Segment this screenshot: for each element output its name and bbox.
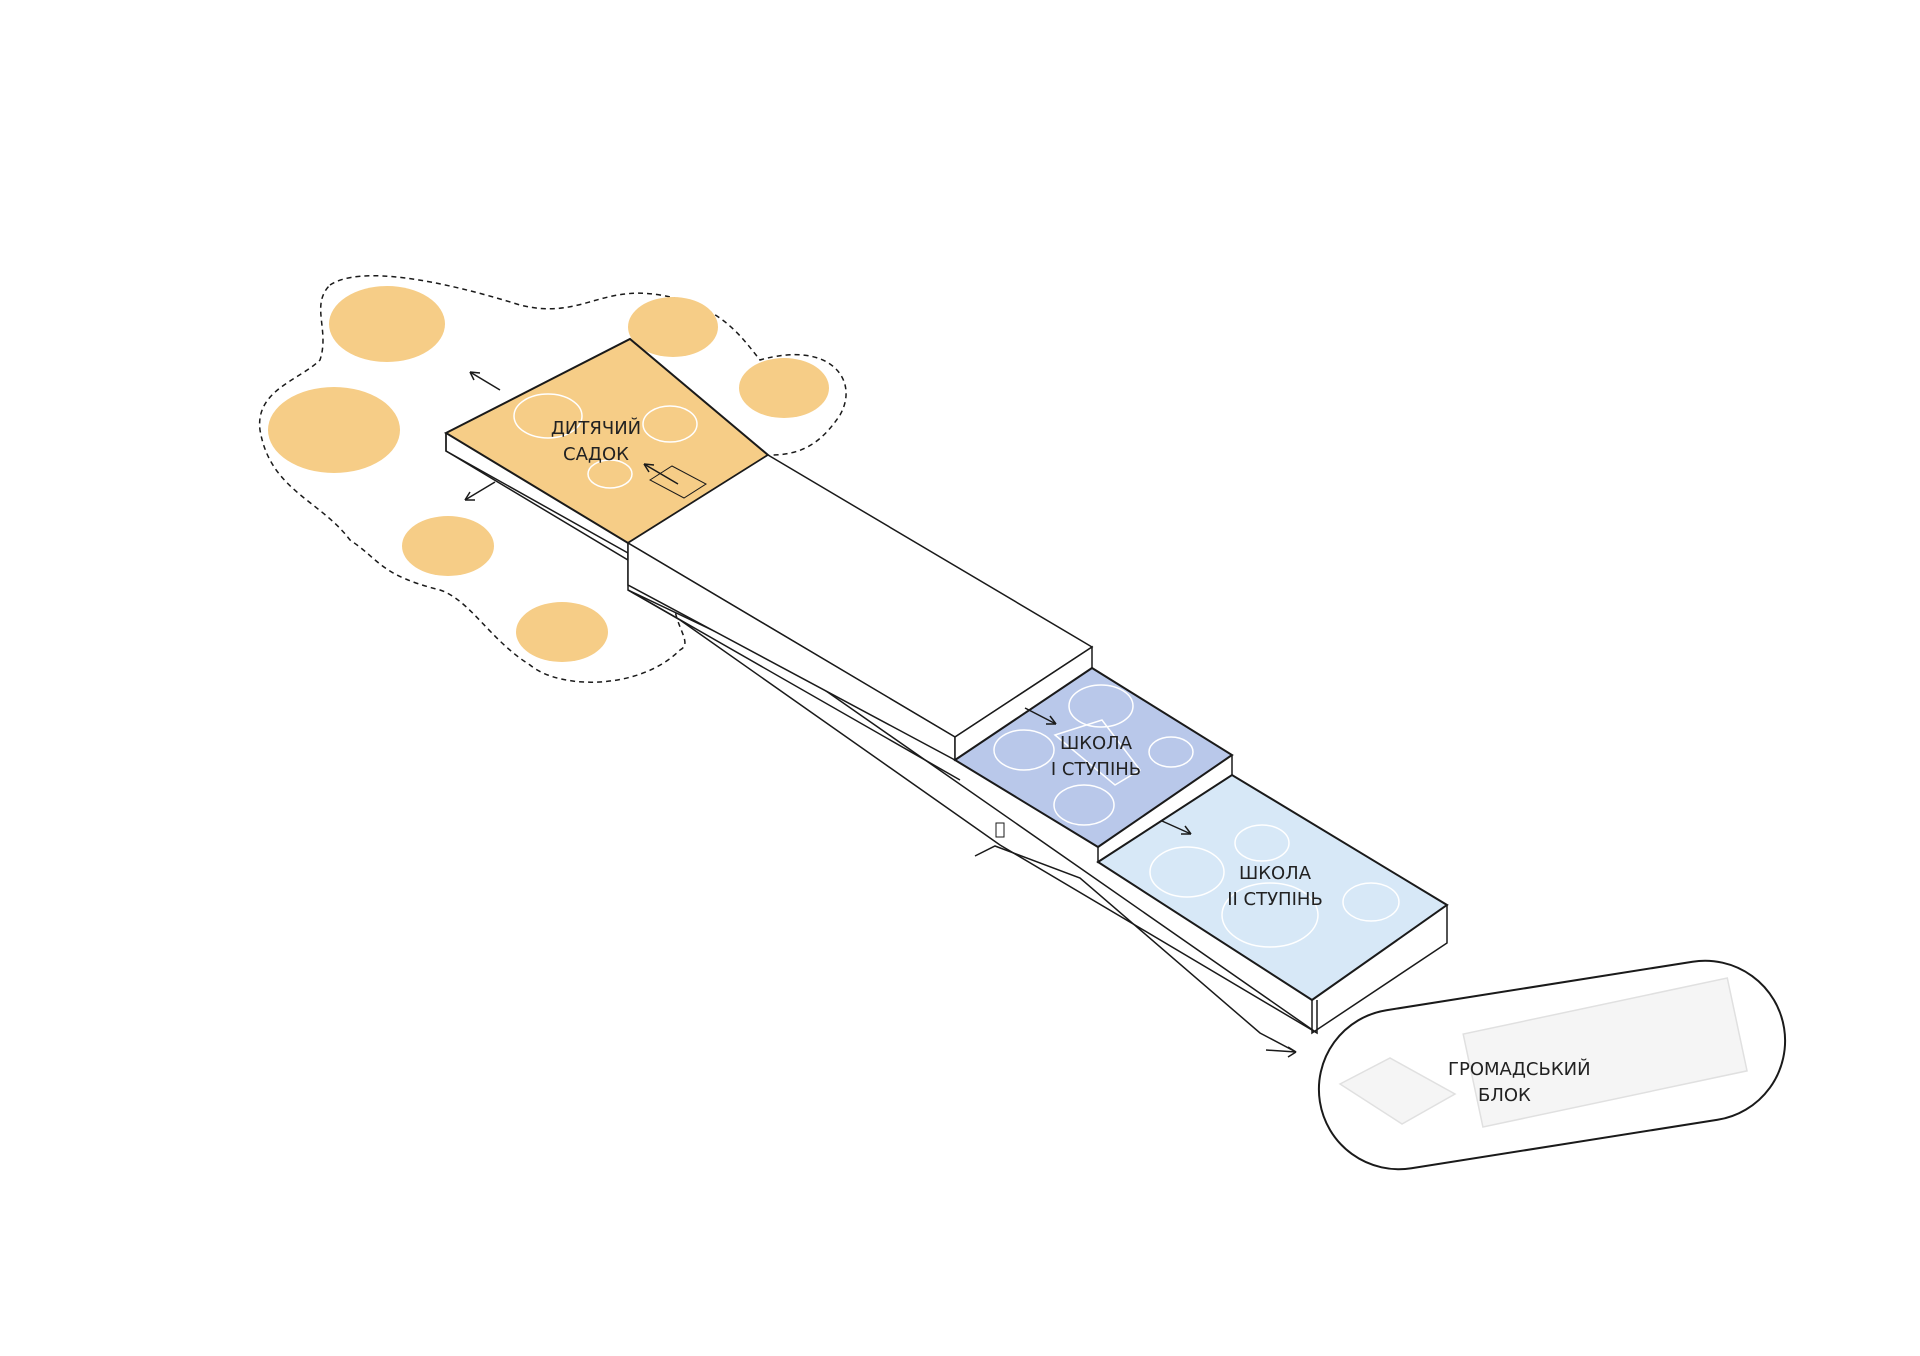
school-2-label-line2: ІІ СТУПІНЬ [1227,889,1323,910]
arrows [464,371,1297,1058]
community-label-line2: БЛОК [1478,1085,1531,1106]
school-2-edge [1311,905,1448,1035]
kindergarten-rooms [513,393,698,489]
tree [268,387,400,473]
trees [268,286,829,662]
school-1-label-line2: І СТУПІНЬ [1051,759,1141,780]
access-path [974,845,1297,1053]
school-2-rooms [1149,824,1400,948]
tree [628,297,718,357]
playground-boundary [259,274,847,683]
kindergarten-entry-box [649,465,707,499]
tree [739,358,829,418]
tree [329,286,445,362]
community-label-line1: ГРОМАДСЬКИЙ [1448,1058,1591,1080]
door-mark [995,822,1005,838]
tree [516,602,608,662]
tree [402,516,494,576]
kindergarten-label-line1: ДИТЯЧИЙ [551,417,641,439]
community-inner-field [1462,977,1748,1128]
kindergarten-label-line2: САДОК [563,444,629,465]
community-inner-court [1338,1057,1457,1125]
school-1-rooms [993,684,1194,826]
school-2-label-line1: ШКОЛА [1239,863,1312,884]
middle-block [626,454,1094,762]
school-1-label-line1: ШКОЛА [1060,733,1133,754]
